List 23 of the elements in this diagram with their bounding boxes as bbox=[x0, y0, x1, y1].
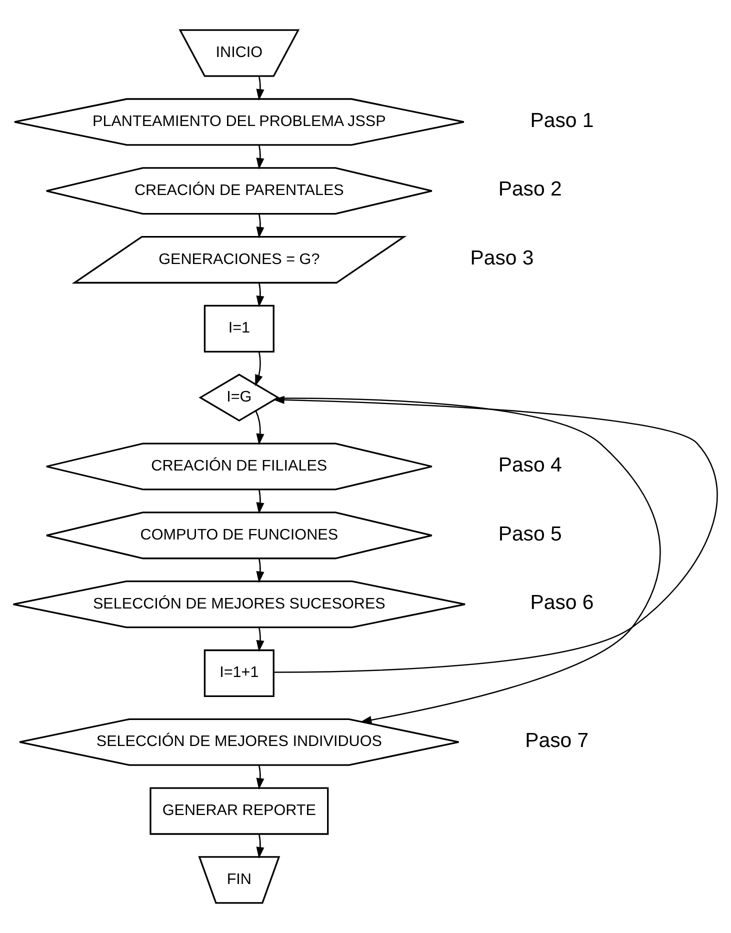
node-label: Paso 7 bbox=[525, 730, 589, 752]
arrow bbox=[256, 282, 264, 308]
node-label: Paso 4 bbox=[498, 454, 562, 476]
arrow bbox=[256, 489, 264, 514]
arrow bbox=[256, 144, 264, 170]
arrow bbox=[256, 834, 264, 859]
arrow bbox=[277, 398, 661, 724]
node-label: Paso 3 bbox=[470, 248, 534, 270]
node-label: Paso 1 bbox=[530, 110, 594, 132]
node-label: Paso 6 bbox=[530, 592, 594, 614]
arrow bbox=[255, 352, 263, 386]
node-box: I=1+1 bbox=[204, 649, 274, 697]
node-label: Paso 5 bbox=[498, 523, 562, 546]
arrow bbox=[256, 214, 264, 238]
node-label: Paso 2 bbox=[498, 178, 562, 201]
arrow bbox=[256, 76, 264, 101]
arrow bbox=[256, 558, 264, 583]
arrow bbox=[272, 396, 718, 673]
arrow bbox=[255, 410, 264, 446]
arrow bbox=[256, 765, 264, 790]
node-box: GENERAR REPORTE bbox=[150, 787, 329, 835]
arrow bbox=[256, 627, 264, 652]
node-box: I=1 bbox=[204, 304, 274, 352]
